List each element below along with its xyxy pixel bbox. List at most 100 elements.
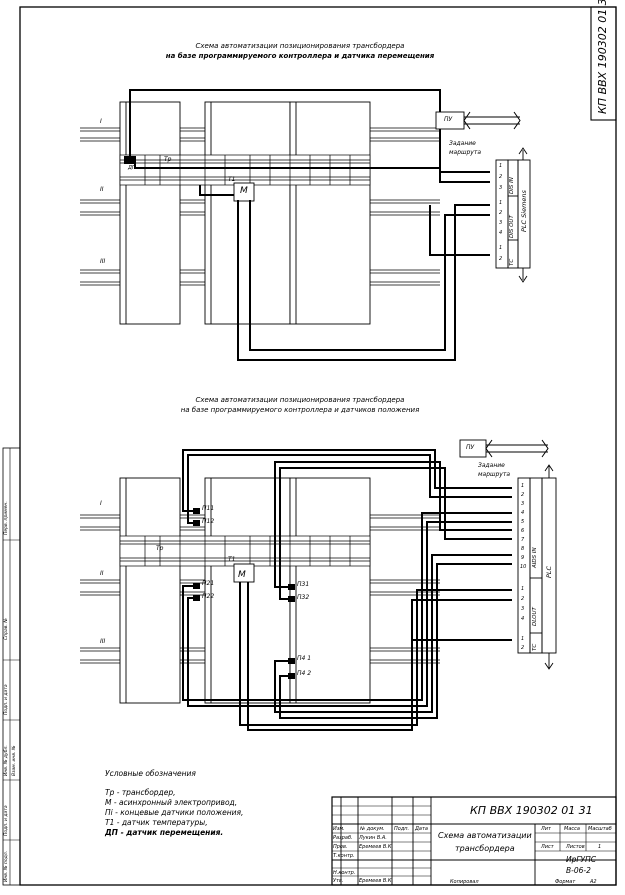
diagram2-sensors	[193, 508, 295, 679]
d1-pin: 3	[499, 220, 503, 226]
d2-pin: 5	[521, 519, 525, 525]
d2-pin: 7	[521, 537, 525, 543]
diagram2-blocks	[119, 477, 371, 704]
diagram1-blocks	[119, 101, 371, 325]
tb-org-1: ИрГУПС	[566, 855, 596, 864]
d2-zadanie: Задание	[478, 462, 505, 469]
d1-motor-label: М	[240, 186, 248, 196]
side-stamp: Инв. № дубл.	[4, 745, 9, 776]
diagram2-title-2: на базе программируемого контроллера и д…	[180, 406, 420, 414]
tb-name-2: трансбордера	[455, 844, 515, 853]
tb-row: Изм.	[333, 826, 345, 832]
tb-row: Н.контр.	[333, 870, 356, 876]
d2-p32: П32	[297, 594, 310, 601]
d2-pin: 8	[521, 546, 525, 552]
tb-list: Лист	[541, 844, 554, 850]
d2-pin: 6	[521, 528, 525, 534]
tb-row: Пров.	[333, 844, 348, 850]
tb-row: Разраб.	[333, 835, 353, 841]
d2-pin: 1	[521, 483, 525, 489]
d1-pin: 1	[499, 200, 503, 206]
side-stamp: Взам. инв. №	[12, 745, 17, 776]
diagram1-pu	[435, 111, 521, 130]
tb-row: Т.контр.	[333, 853, 355, 859]
side-stamp: Инв. № подл.	[4, 850, 9, 882]
diagram2-transborder	[119, 535, 371, 583]
d1-zadanie: Задание	[449, 140, 476, 147]
d2-pin: 2	[521, 596, 525, 602]
tb-col: № докум.	[360, 826, 385, 832]
legend-heading: Условные обозначения	[105, 769, 196, 778]
d2-p31: П31	[297, 581, 310, 588]
tb-name-1: Схема автоматизации	[438, 831, 532, 840]
d2-pin: 4	[521, 616, 525, 622]
side-stamp: Подп. и дата	[4, 805, 9, 836]
tb-kopiroval: Копировал	[450, 879, 479, 885]
d2-di-label: AIDS IN	[532, 547, 538, 568]
d2-tr-label: Тр	[156, 545, 164, 552]
diagram1-title-2: на базе программируемого контроллера и д…	[165, 52, 435, 60]
d2-p41: П4 1	[297, 655, 312, 662]
dp-sensor	[124, 156, 136, 164]
d2-p21: П21	[202, 580, 215, 587]
diagram2-plc	[517, 464, 557, 670]
tb-name: Лукин В.А.	[359, 835, 387, 841]
d2-pin: 2	[521, 492, 525, 498]
d1-pin: 4	[499, 230, 503, 236]
d1-pin: 2	[499, 174, 503, 180]
d2-p22: П22	[202, 593, 215, 600]
d2-t1-label: Т1	[228, 556, 236, 563]
tb-lit: Лит	[541, 826, 551, 832]
tb-row: Утв.	[333, 878, 344, 884]
diagram1-title-1: Схема автоматизации позиционирования тра…	[195, 42, 405, 50]
d2-pin: 3	[521, 606, 525, 612]
tb-format-val: А2	[590, 879, 597, 885]
d1-pin: 1	[499, 245, 503, 251]
d2-pin: 2	[521, 645, 525, 651]
diagram1-wires	[129, 89, 490, 361]
title-block-grid	[331, 796, 617, 886]
tb-listov-num: 1	[598, 844, 602, 850]
d1-pin: 3	[499, 185, 503, 191]
diagram2-title-1: Схема автоматизации позиционирования тра…	[195, 396, 405, 404]
legend-item: Пi - концевые датчики положения,	[105, 808, 244, 817]
d2-pin: 9	[521, 555, 525, 561]
d1-di-label: DIS IN	[509, 177, 515, 194]
d1-plc-label: PLC Siemens	[520, 190, 528, 232]
diagram1-plc	[495, 147, 531, 283]
d2-pin: 3	[521, 501, 525, 507]
legend-item: ДП - датчик перемещения.	[105, 828, 224, 837]
sheet-frame	[2, 6, 617, 886]
d1-track-II: II	[100, 186, 104, 193]
d2-do-label: DLOUT	[532, 607, 538, 626]
d1-pu-label: ПУ	[444, 116, 453, 123]
tb-org-2: В-06-2	[566, 866, 591, 875]
tb-masshtab: Масштаб	[588, 826, 612, 832]
d2-marshruta: маршрута	[478, 471, 511, 478]
d1-dp-label: ДП	[128, 165, 136, 171]
d1-track-III: III	[100, 258, 106, 265]
legend-item: Тр - трансбордер,	[105, 788, 176, 797]
d1-do-label: DIS OUT	[509, 215, 515, 238]
d1-tr-label: Тр	[164, 156, 172, 163]
d2-pin: 1	[521, 586, 525, 592]
d2-plc-label: PLC	[545, 565, 553, 578]
d2-pin: 10	[520, 564, 527, 570]
d2-p11: П11	[202, 505, 215, 512]
side-stamp: Подп. и дата	[4, 684, 9, 715]
d1-pin: 1	[499, 163, 503, 169]
d2-p42: П4 2	[297, 670, 312, 677]
d2-pin: 1	[521, 636, 525, 642]
d1-pin: 2	[499, 210, 503, 216]
code-vertical: КП ВВХ 190302 01 31	[596, 0, 609, 114]
diagram2-pu	[459, 439, 549, 458]
tb-col: Дата	[415, 826, 428, 832]
legend-item: М - асинхронный электропривод,	[105, 798, 238, 807]
d2-p12: П12	[202, 518, 215, 525]
d1-marshruta: маршрута	[449, 149, 482, 156]
d2-tc-label: TC	[532, 643, 538, 651]
tb-name: Еремеев В.К.	[359, 878, 394, 884]
d2-pu-label: ПУ	[466, 444, 475, 451]
